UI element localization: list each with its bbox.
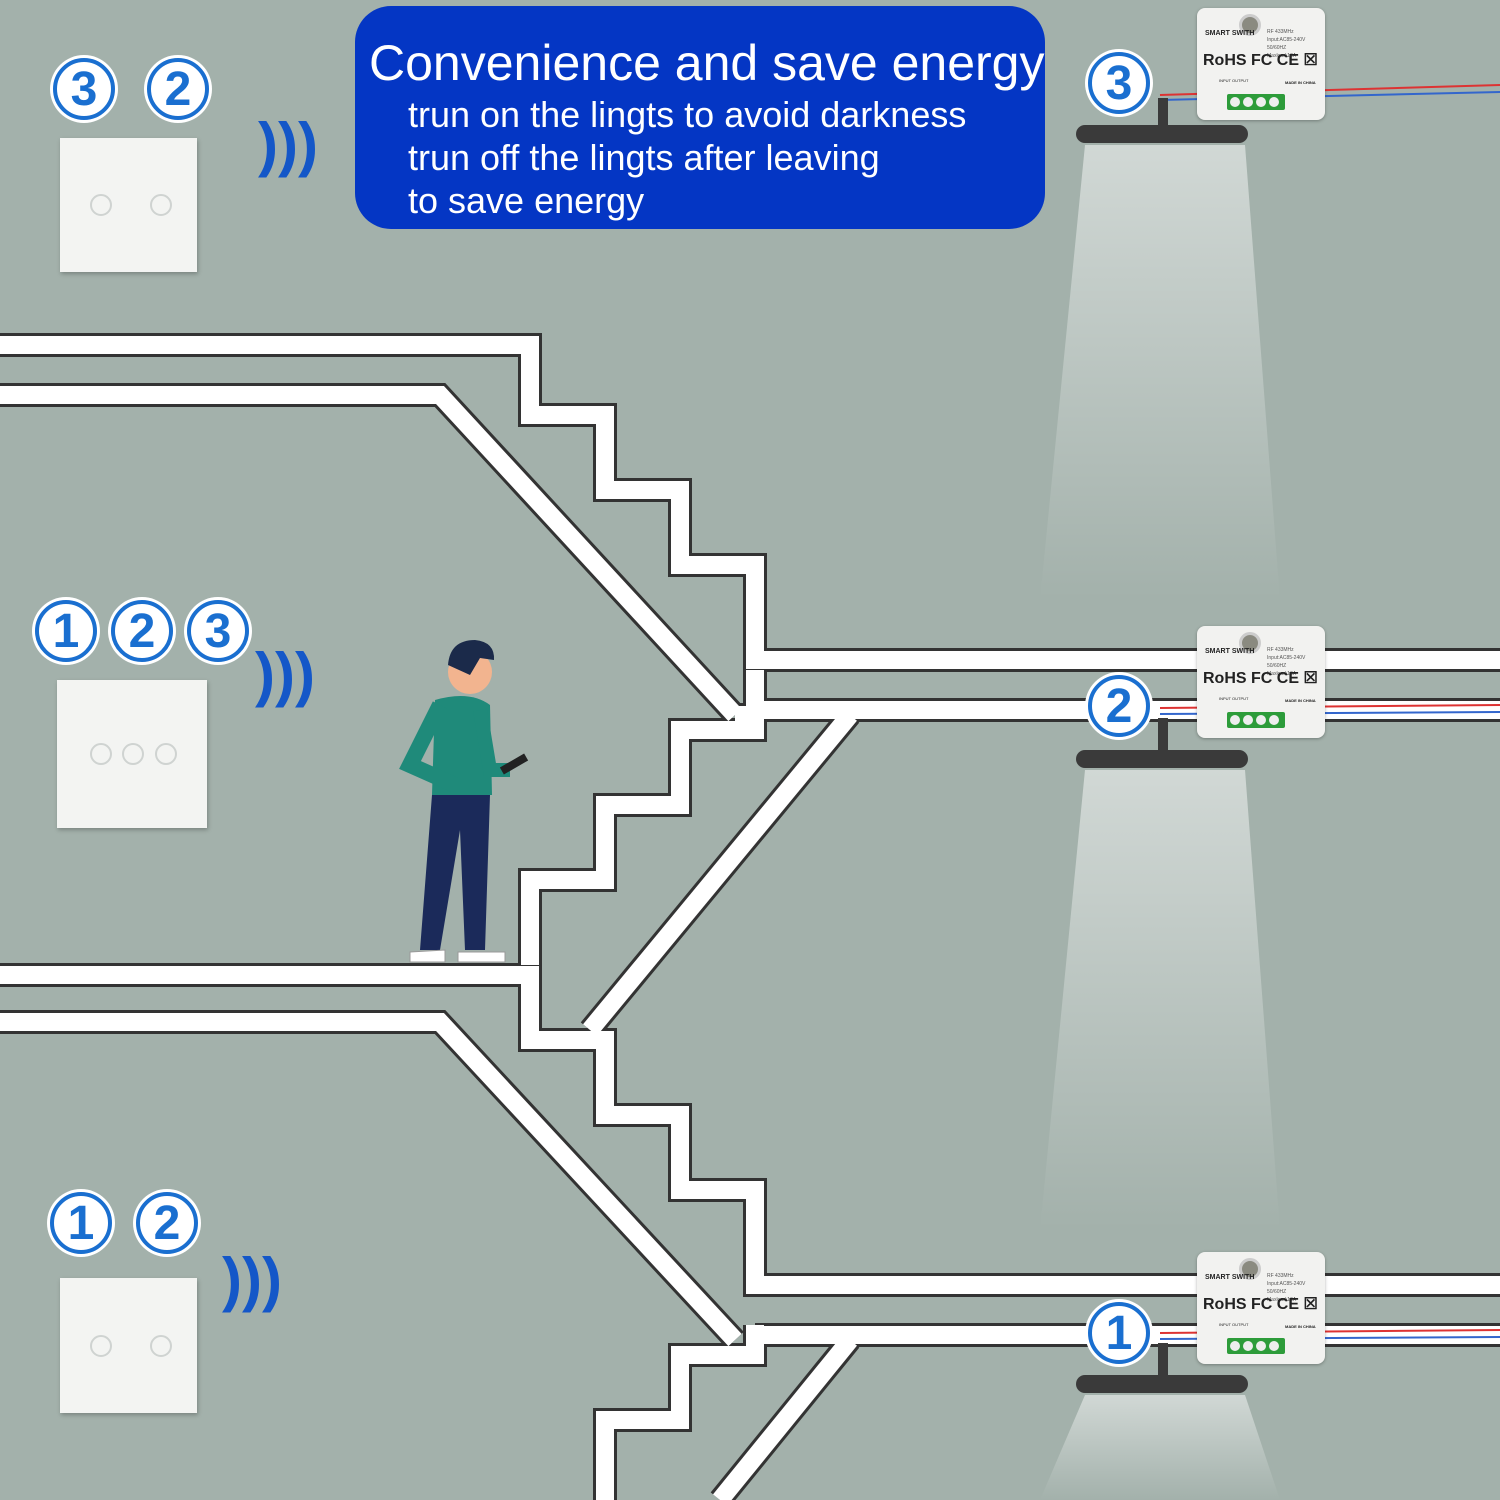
light-beams <box>1040 145 1280 1500</box>
channel-badge: 2 <box>111 600 173 662</box>
wall-switch-2gang[interactable] <box>60 1278 197 1413</box>
sensor-icon <box>1239 14 1261 36</box>
banner-line: to save energy <box>408 180 645 221</box>
touch-button[interactable] <box>122 743 144 765</box>
receiver-badge: 2 <box>1088 675 1150 737</box>
sensor-icon <box>1239 1258 1261 1280</box>
touch-button[interactable] <box>150 194 172 216</box>
wireless-signal-icon: ))) <box>255 641 315 708</box>
touch-button[interactable] <box>150 1334 172 1357</box>
terminal-block <box>1227 94 1285 110</box>
terminal-block <box>1227 1338 1285 1354</box>
wall-switch-3gang[interactable] <box>57 680 207 828</box>
wireless-signal-icon: ))) <box>258 111 318 178</box>
brand-label: SMART SWITH <box>1205 648 1255 655</box>
terminal-block <box>1227 712 1285 728</box>
banner-line: trun off the lingts after leaving <box>408 137 880 178</box>
wireless-signal-icon: ))) <box>222 1246 282 1313</box>
sensor-icon <box>1239 632 1261 654</box>
touch-button[interactable] <box>90 743 112 765</box>
cert-marks: RoHS FC CE ☒ <box>1203 670 1318 687</box>
channel-badge: 2 <box>136 1192 198 1254</box>
ceiling-lamps <box>1076 98 1248 1393</box>
brand-label: SMART SWITH <box>1205 30 1255 37</box>
info-banner: Convenience and save energy trun on the … <box>355 6 1045 229</box>
channel-badge: 2 <box>147 58 209 120</box>
person-with-phone <box>399 640 529 963</box>
channel-badge: 1 <box>50 1192 112 1254</box>
banner-title: Convenience and save energy <box>369 35 1045 91</box>
cert-marks: RoHS FC CE ☒ <box>1203 52 1318 69</box>
made-in-label: MADE IN CHINA <box>1285 698 1316 703</box>
receiver-badge: 3 <box>1088 52 1150 114</box>
touch-button[interactable] <box>155 743 177 765</box>
made-in-label: MADE IN CHINA <box>1285 1324 1316 1329</box>
stair-walls <box>0 333 1500 1500</box>
wall-switch-2gang[interactable] <box>60 138 197 272</box>
brand-label: SMART SWITH <box>1205 1274 1255 1281</box>
io-label: INPUT OUTPUT <box>1219 78 1249 83</box>
touch-button[interactable] <box>90 1334 112 1357</box>
io-label: INPUT OUTPUT <box>1219 1322 1249 1327</box>
channel-badge: 1 <box>35 600 97 662</box>
touch-button[interactable] <box>90 194 112 216</box>
channel-badge: 3 <box>53 58 115 120</box>
channel-badge: 3 <box>187 600 249 662</box>
cert-marks: RoHS FC CE ☒ <box>1203 1296 1318 1313</box>
io-label: INPUT OUTPUT <box>1219 696 1249 701</box>
banner-line: trun on the lingts to avoid darkness <box>408 94 967 135</box>
made-in-label: MADE IN CHINA <box>1285 80 1316 85</box>
receiver-badge: 1 <box>1088 1302 1150 1364</box>
